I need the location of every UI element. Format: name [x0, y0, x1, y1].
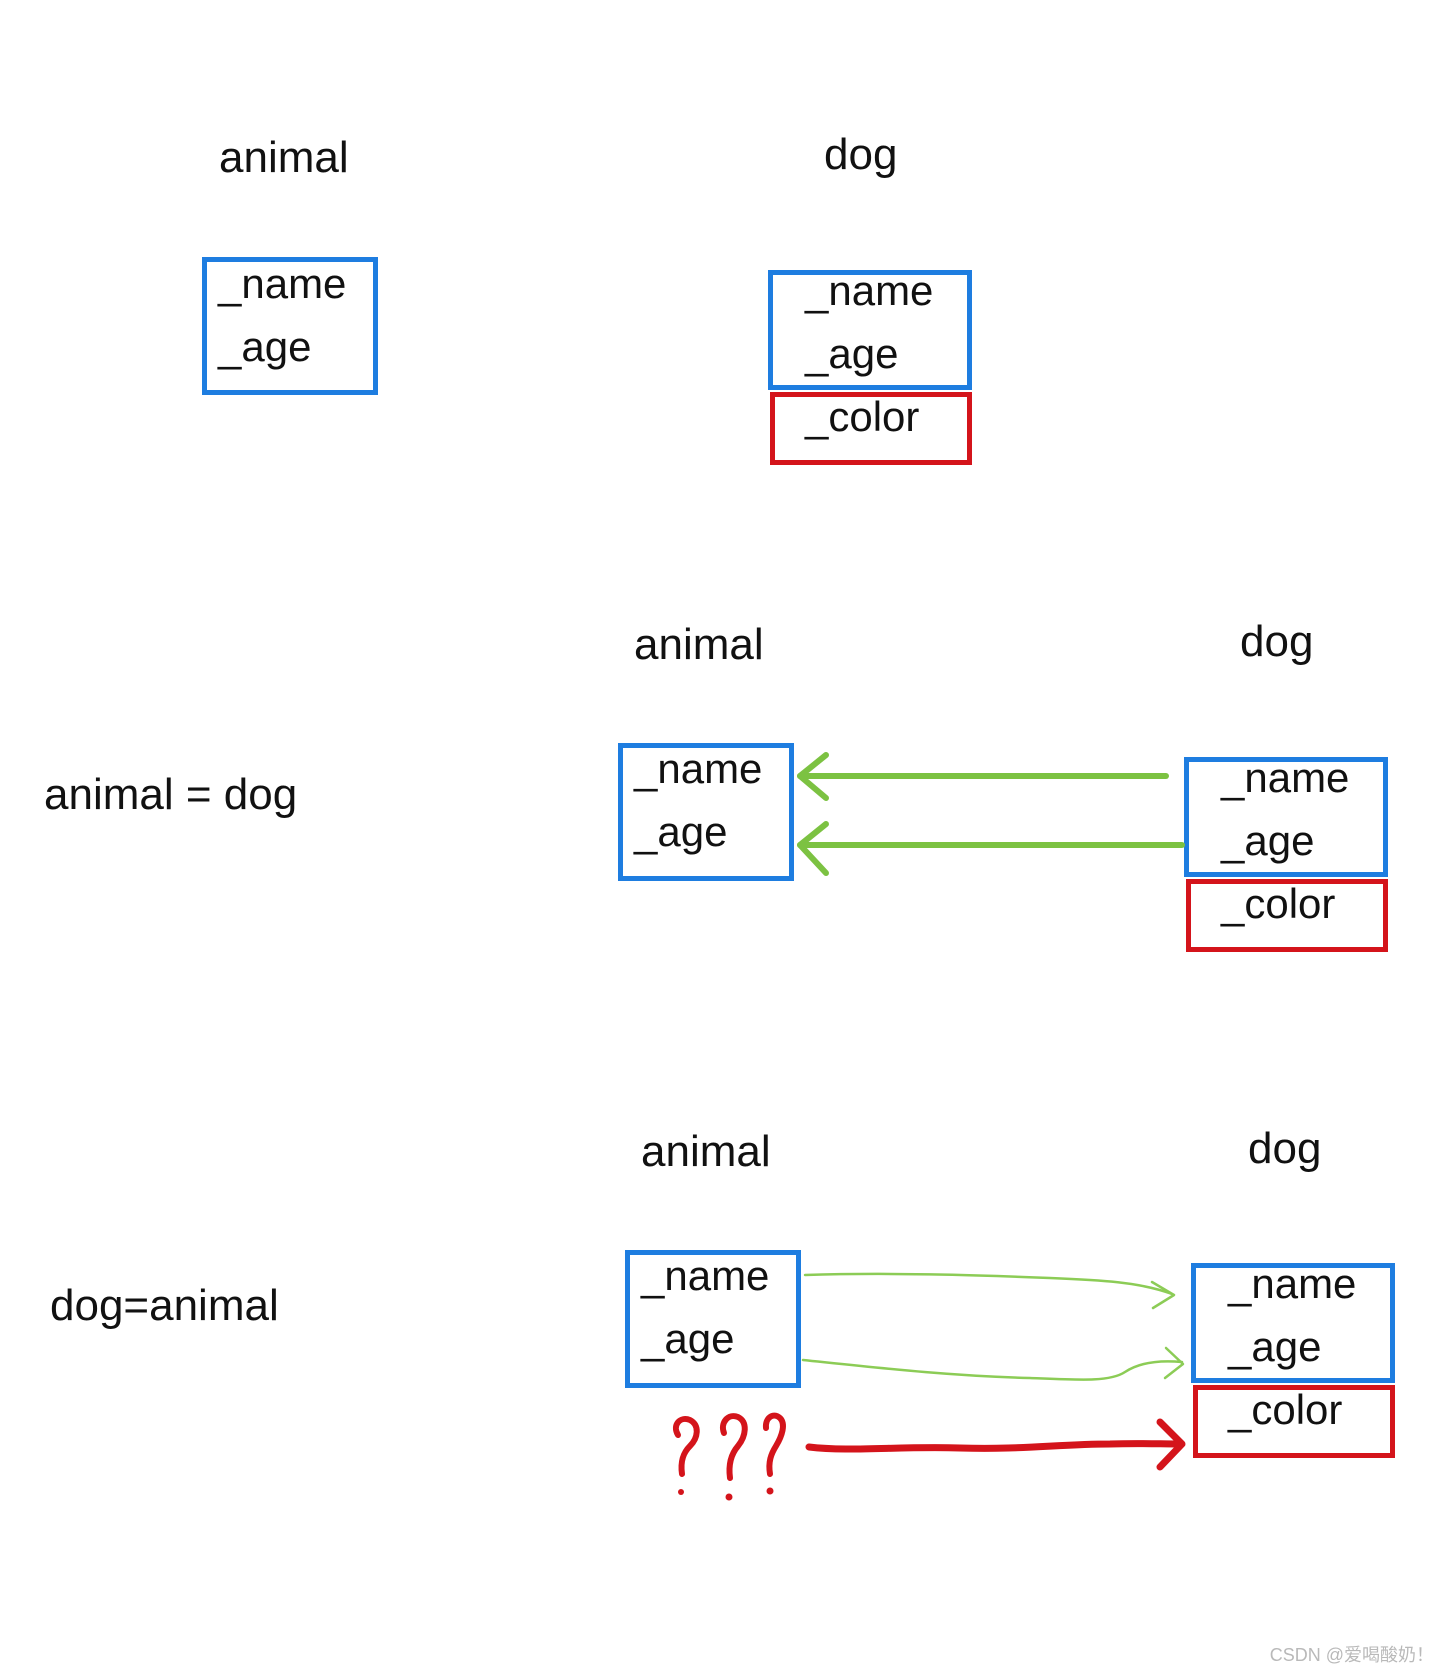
section3-statement: dog=animal	[50, 1281, 279, 1330]
section3-dog-extra-box	[1193, 1385, 1395, 1458]
section3-arrow-age	[801, 1346, 1185, 1381]
section2-animal-box	[618, 743, 794, 881]
section3-dog-field-color: _color	[1228, 1386, 1343, 1433]
section2-statement: animal = dog	[44, 770, 298, 819]
section3-animal-field-name: _name	[641, 1252, 770, 1299]
section1-dog-field-color: _color	[805, 393, 920, 440]
section3-dog-title: dog	[1248, 1124, 1322, 1173]
section1-dog-title: dog	[824, 130, 898, 179]
section1-dog-box	[768, 270, 972, 390]
section2-dog-extra-box	[1186, 879, 1388, 952]
section2-dog-field-color: _color	[1221, 880, 1336, 927]
section2-arrow-age	[797, 821, 1185, 876]
section3-arrow-color-invalid	[805, 1418, 1186, 1471]
section2-dog-title: dog	[1240, 617, 1314, 666]
section3-animal-title: animal	[641, 1127, 771, 1176]
section2-animal-field-age: _age	[634, 808, 728, 855]
section1-animal-field-name: _name	[218, 260, 347, 307]
question-marks-icon	[672, 1412, 786, 1481]
section3-dog-field-age: _age	[1228, 1323, 1322, 1370]
section3-dog-box	[1191, 1263, 1395, 1383]
section2-dog-field-name: _name	[1221, 754, 1350, 801]
section1-dog-field-age: _age	[805, 330, 899, 377]
section1-animal-title: animal	[219, 133, 349, 182]
section1-dog-field-name: _name	[805, 267, 934, 314]
section2-dog-box	[1184, 757, 1388, 877]
question-marks-dots	[678, 1487, 774, 1501]
section2-arrow-name	[797, 752, 1169, 801]
section2-animal-field-name: _name	[634, 745, 763, 792]
section1-animal-box	[202, 257, 378, 395]
watermark: CSDN @爱喝酸奶！	[1269, 1645, 1434, 1665]
section3-animal-field-age: _age	[641, 1315, 735, 1362]
section3-dog-field-name: _name	[1228, 1260, 1357, 1307]
section2-dog-field-age: _age	[1221, 817, 1315, 864]
section1-animal-field-age: _age	[218, 323, 312, 370]
section3-animal-box	[625, 1250, 801, 1388]
section3-arrow-name	[803, 1272, 1176, 1310]
section2-animal-title: animal	[634, 620, 764, 669]
section1-dog-extra-box	[770, 392, 972, 465]
